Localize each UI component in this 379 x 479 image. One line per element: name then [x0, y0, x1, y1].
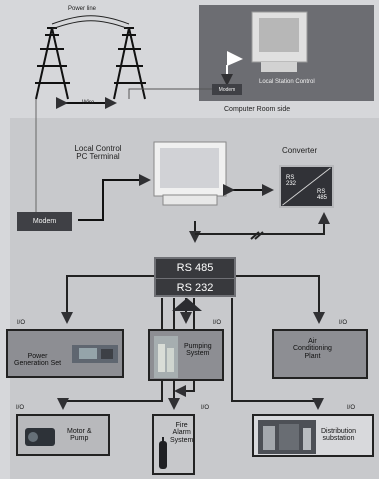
module-distribution-substation: Distribution substation: [252, 414, 374, 457]
module-label-fire-alarm: Fire Alarm System: [170, 422, 194, 444]
rs485-label: RS 485: [176, 262, 214, 274]
module-label-pumping-system: Pumping System: [184, 343, 212, 358]
pumping-icon: [154, 336, 178, 378]
module-label-power-generation: Power Generation Set: [14, 353, 62, 368]
io-tag-1: I/O: [17, 320, 26, 326]
module-power-generation: Power Generation Set: [6, 329, 124, 378]
module-label-distribution-substation: Distribution substation: [321, 428, 357, 443]
io-tag-3: I/O: [339, 320, 348, 326]
converter-rs485: RS 485: [316, 189, 327, 201]
tower-label: Power line: [68, 6, 97, 12]
converter-diagonal: [282, 167, 331, 206]
module-air-conditioning: Air Conditioning Plant: [272, 329, 368, 379]
local-control-label: Local Control PC Terminal: [74, 144, 122, 162]
remote-caption: Computer Room side: [224, 106, 291, 113]
substation-icon: [258, 420, 316, 454]
tower-right-icon: [113, 27, 146, 100]
modem-box: Modem: [17, 212, 72, 231]
generator-icon: [72, 345, 118, 363]
io-tag-6: I/O: [347, 405, 356, 411]
remote-note: Local Station Control: [259, 79, 315, 85]
motor-icon: [25, 428, 55, 446]
io-tag-5: I/O: [201, 405, 210, 411]
converter-rs232: RS 232: [286, 175, 297, 187]
module-fire-alarm: Fire Alarm System: [152, 414, 195, 475]
converter-label: Converter: [282, 146, 318, 155]
module-motor-pump: Motor & Pump: [16, 414, 110, 456]
remote-modem-box: Modem: [212, 84, 242, 95]
module-label-motor-pump: Motor & Pump: [67, 428, 92, 443]
tower-left-icon: [35, 27, 70, 100]
remote-monitor-icon: [251, 11, 308, 72]
module-pumping-system: Pumping System: [148, 329, 224, 381]
local-monitor-icon: [153, 141, 227, 206]
converter-box: RS 232 RS 485: [279, 165, 334, 208]
tower-sub-label: Wire: [82, 100, 95, 106]
rs232-label: RS 232: [156, 278, 234, 297]
io-tag-2: I/O: [213, 320, 222, 326]
module-label-air-conditioning: Air Conditioning Plant: [293, 338, 332, 360]
rs-bus-box: RS 485 RS 232: [154, 257, 236, 297]
extinguisher-icon: [159, 437, 167, 469]
io-tag-4: I/O: [16, 405, 25, 411]
